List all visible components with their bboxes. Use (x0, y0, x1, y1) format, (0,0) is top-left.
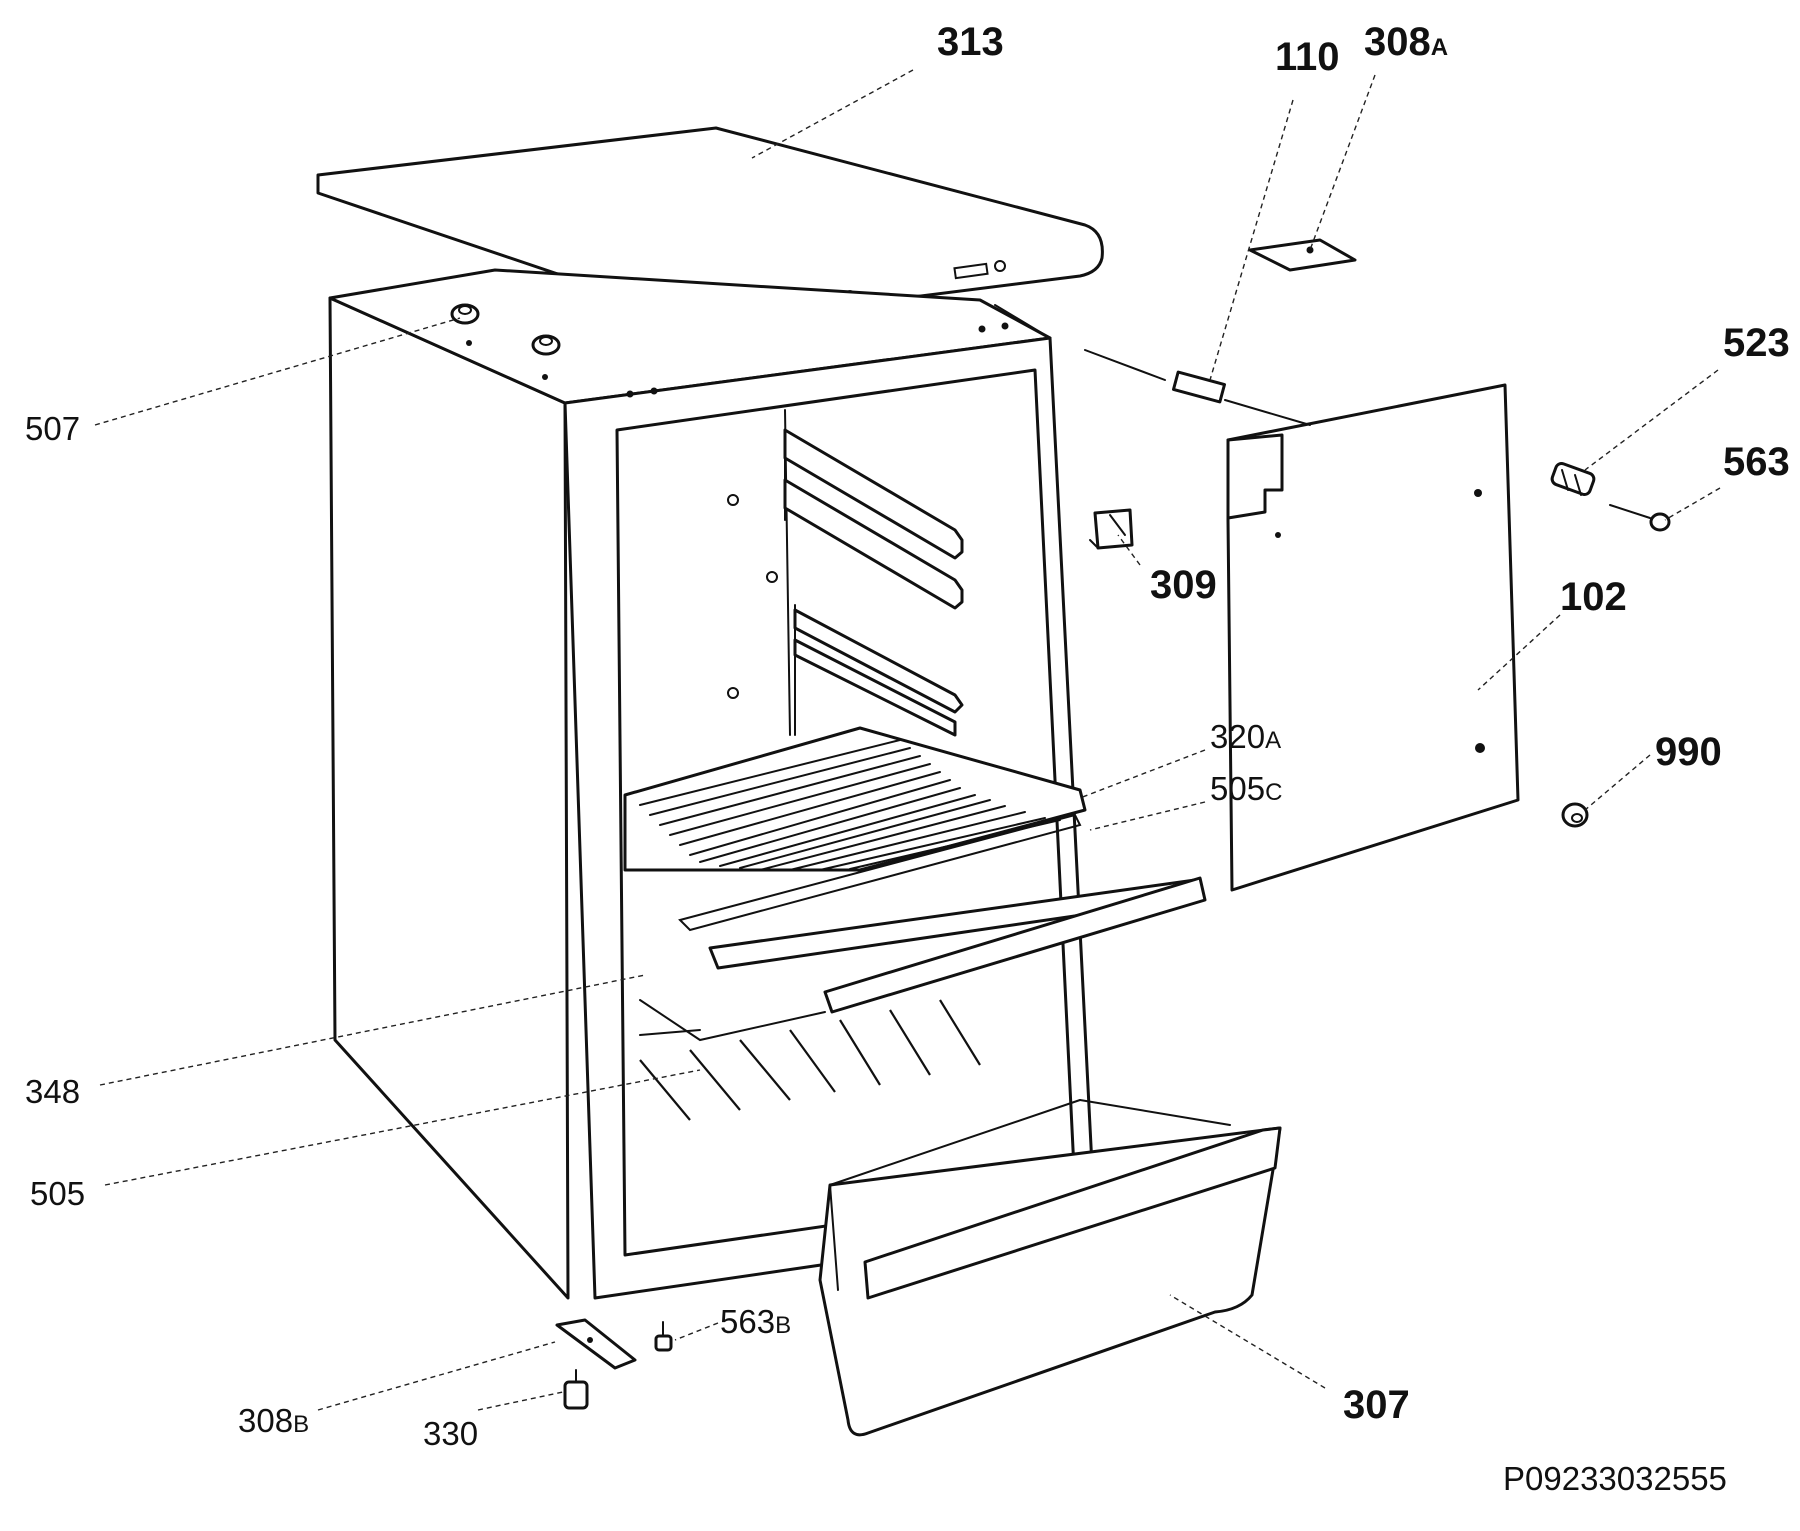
door-bin-part-307 (818, 1099, 1282, 1437)
callout-505: 505 (30, 1175, 85, 1212)
callout-330: 330 (423, 1415, 478, 1452)
callout-990: 990 (1655, 730, 1722, 774)
callout-308a: 308A (1364, 20, 1448, 64)
callout-102: 102 (1560, 575, 1627, 619)
screw-part-563 (1609, 504, 1671, 532)
cabinet-screw-cap (450, 303, 480, 325)
callout-563: 563 (1723, 440, 1790, 484)
callout-307: 307 (1343, 1383, 1410, 1427)
diagram-code: P09233032555 (1503, 1460, 1727, 1497)
door-stop-part-309 (1089, 508, 1134, 550)
top-hinge-part-308a (1248, 238, 1357, 272)
crisper-cover-part-348 (639, 876, 1207, 1042)
cabinet-screw-cap (531, 334, 561, 356)
pin-part-330 (563, 1369, 589, 1410)
pin-part-563b (654, 1321, 673, 1352)
callout-505c: 505C (1210, 770, 1282, 807)
hinge-pin-part-110 (1084, 349, 1311, 426)
door-part-102 (1226, 383, 1520, 892)
callout-563b: 563B (720, 1303, 791, 1340)
callout-507: 507 (25, 410, 80, 447)
door-fastener-part-523 (1550, 462, 1596, 496)
wire-shelf-part-320a (623, 726, 1087, 932)
callout-523: 523 (1723, 321, 1790, 365)
callout-110: 110 (1275, 35, 1340, 79)
shelf-support-rails (783, 428, 964, 737)
callout-320a: 320A (1210, 718, 1281, 755)
callout-309: 309 (1150, 563, 1217, 607)
bottom-hinge-part-308b (555, 1318, 637, 1370)
callout-348: 348 (25, 1073, 80, 1110)
callout-308b: 308B (238, 1402, 309, 1439)
cap-part-990 (1561, 802, 1589, 828)
callout-313: 313 (937, 20, 1004, 64)
bottom-grid-part-505 (639, 999, 981, 1121)
leader-lines (94, 69, 1721, 1411)
